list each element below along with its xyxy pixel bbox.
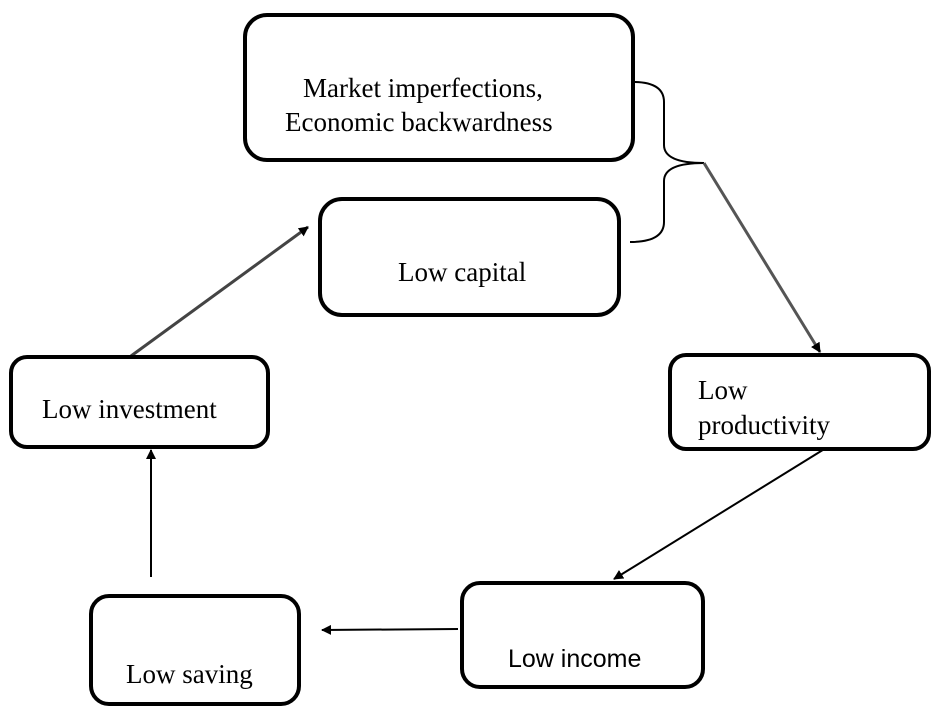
node-low-income: Low income — [460, 581, 705, 689]
node-income-label: Low income — [508, 645, 642, 673]
node-capital-label: Low capital — [398, 257, 527, 287]
node-market-imperfections: Market imperfections, Economic backwardn… — [243, 13, 635, 162]
node-productivity-line2: productivity — [698, 410, 830, 440]
node-market-line2: Economic backwardness — [285, 107, 553, 137]
grouping-brace — [629, 81, 705, 243]
node-low-saving: Low saving — [89, 594, 301, 706]
node-market-line1: Market imperfections, — [303, 73, 543, 103]
arrow-investment-to-capital — [130, 225, 309, 358]
arrow-productivity-to-income — [613, 447, 827, 580]
arrow-brace-to-productivity — [702, 162, 822, 353]
node-low-capital: Low capital — [318, 197, 621, 317]
node-productivity-line1: Low — [698, 375, 748, 405]
arrow-income-to-saving — [321, 624, 459, 635]
node-saving-label: Low saving — [126, 659, 253, 689]
node-low-investment: Low investment — [9, 355, 270, 449]
node-investment-label: Low investment — [42, 394, 217, 424]
node-low-productivity: Low productivity — [668, 353, 931, 451]
